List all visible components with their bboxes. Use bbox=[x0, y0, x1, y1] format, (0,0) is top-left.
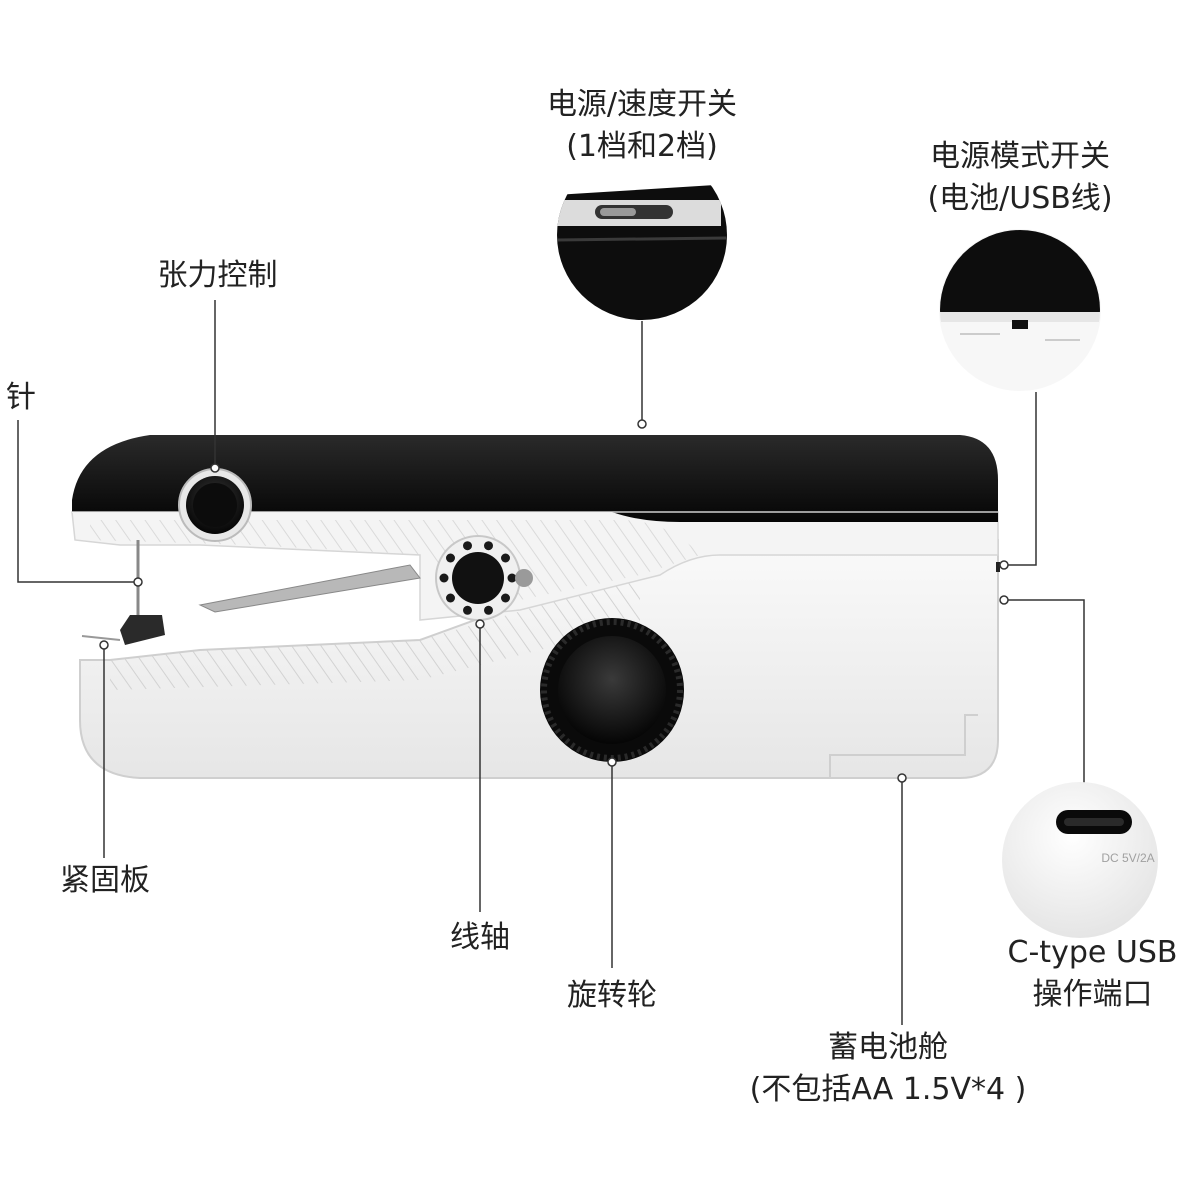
upper-arm-ribs bbox=[90, 520, 700, 600]
inset-usb-port: DC 5V/2A bbox=[1002, 782, 1158, 938]
clamp-plate bbox=[120, 615, 165, 645]
metal-guide bbox=[198, 564, 421, 613]
label-wheel: 旋转轮 bbox=[567, 978, 657, 1013]
inset-power-mode-switch bbox=[939, 229, 1101, 391]
spool-hole bbox=[463, 541, 472, 551]
label-needle: 针 bbox=[6, 380, 36, 415]
label-spool: 线轴 bbox=[450, 920, 510, 955]
lower-arm-ribs bbox=[110, 580, 640, 690]
machine-body bbox=[71, 435, 1000, 779]
tension-knob-icon bbox=[178, 468, 252, 542]
port-rating-text: DC 5V/2A bbox=[1101, 851, 1154, 865]
callout-dots bbox=[99, 419, 1009, 783]
usb-c-port-icon bbox=[1056, 810, 1132, 834]
spool-hole bbox=[446, 553, 455, 563]
inset-power-speed-switch bbox=[556, 149, 728, 321]
spool-hole bbox=[484, 605, 493, 615]
label-usb-port: C-type USB 操作端口 bbox=[1007, 935, 1178, 1012]
spool-hole bbox=[484, 541, 493, 551]
label-clamp: 紧固板 bbox=[60, 863, 150, 898]
callout-lines bbox=[17, 300, 1085, 1025]
spool-hole bbox=[439, 573, 449, 583]
spool-hole bbox=[501, 553, 510, 563]
spool-hole bbox=[446, 593, 455, 603]
label-tension: 张力控制 bbox=[157, 258, 278, 293]
black-top-shell bbox=[72, 435, 998, 522]
battery-door-seam bbox=[829, 714, 978, 778]
spool-hole bbox=[507, 573, 517, 583]
label-power-mode: 电源模式开关 (电池/USB线) bbox=[927, 139, 1113, 216]
label-battery: 蓄电池舱 (不包括AA 1.5V*4 ) bbox=[749, 1030, 1027, 1107]
handwheel-icon bbox=[540, 618, 684, 762]
label-power-speed: 电源/速度开关 (1档和2档) bbox=[546, 87, 738, 164]
spool-hole bbox=[501, 593, 510, 603]
spool-hole bbox=[463, 605, 472, 615]
